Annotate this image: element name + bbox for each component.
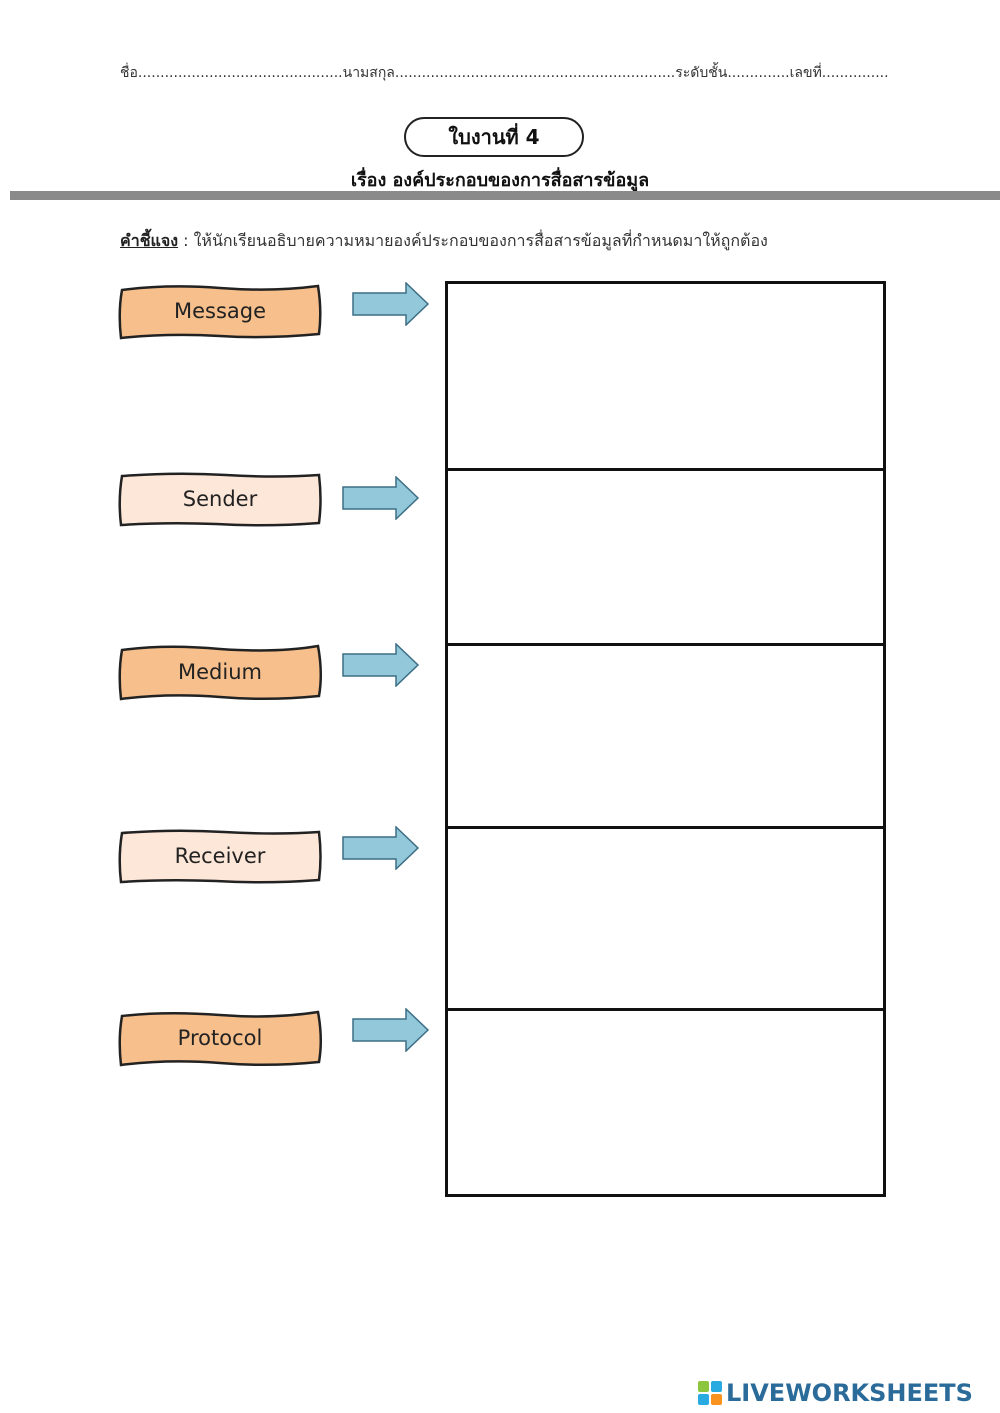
answer-box-medium[interactable] bbox=[445, 643, 886, 829]
term-label: Medium bbox=[178, 660, 262, 684]
answer-box-sender[interactable] bbox=[445, 468, 886, 646]
term-badge-shape bbox=[118, 472, 322, 527]
worksheet-subtitle: เรื่อง องค์ประกอบของการสื่อสารข้อมูล bbox=[350, 170, 650, 191]
term-receiver: Receiver bbox=[116, 827, 324, 885]
term-protocol: Protocol bbox=[116, 1009, 324, 1067]
right-arrow-icon bbox=[342, 643, 420, 687]
worksheet-title-text: ใบงานที่ 4 bbox=[448, 125, 540, 149]
term-label: Message bbox=[173, 299, 267, 323]
term-label: Sender bbox=[182, 487, 258, 511]
term-badge-shape bbox=[118, 829, 322, 884]
term-sender: Sender bbox=[116, 470, 324, 528]
liveworksheets-brand: LIVEWORKSHEETS bbox=[698, 1376, 973, 1410]
header-divider bbox=[10, 191, 1000, 200]
term-message: Message bbox=[116, 282, 324, 340]
answer-box-message[interactable] bbox=[445, 281, 886, 471]
instructions-label: คำชี้แจง bbox=[120, 231, 179, 250]
brand-name: LIVEWORKSHEETS bbox=[726, 1379, 973, 1407]
instructions: คำชี้แจง : ให้นักเรียนอธิบายความหมายองค์… bbox=[120, 229, 940, 254]
instructions-text: : ให้นักเรียนอธิบายความหมายองค์ประกอบของ… bbox=[178, 231, 768, 250]
right-arrow-icon bbox=[342, 476, 420, 520]
answer-box-receiver[interactable] bbox=[445, 826, 886, 1011]
term-badge-shape bbox=[118, 644, 322, 701]
right-arrow-icon bbox=[342, 826, 420, 870]
term-medium: Medium bbox=[116, 643, 324, 701]
right-arrow-icon bbox=[352, 282, 430, 326]
answer-table bbox=[445, 281, 886, 1197]
answer-box-protocol[interactable] bbox=[445, 1008, 886, 1197]
term-label: Receiver bbox=[174, 844, 266, 868]
right-arrow-icon bbox=[352, 1008, 430, 1052]
term-badge-shape bbox=[118, 284, 322, 340]
term-label: Protocol bbox=[177, 1026, 263, 1050]
liveworksheets-logo-icon bbox=[698, 1381, 722, 1405]
student-info-line: ชื่อ....................................… bbox=[120, 65, 889, 81]
worksheet-title: ใบงานที่ 4 bbox=[404, 117, 584, 157]
term-badge-shape bbox=[118, 1010, 322, 1067]
